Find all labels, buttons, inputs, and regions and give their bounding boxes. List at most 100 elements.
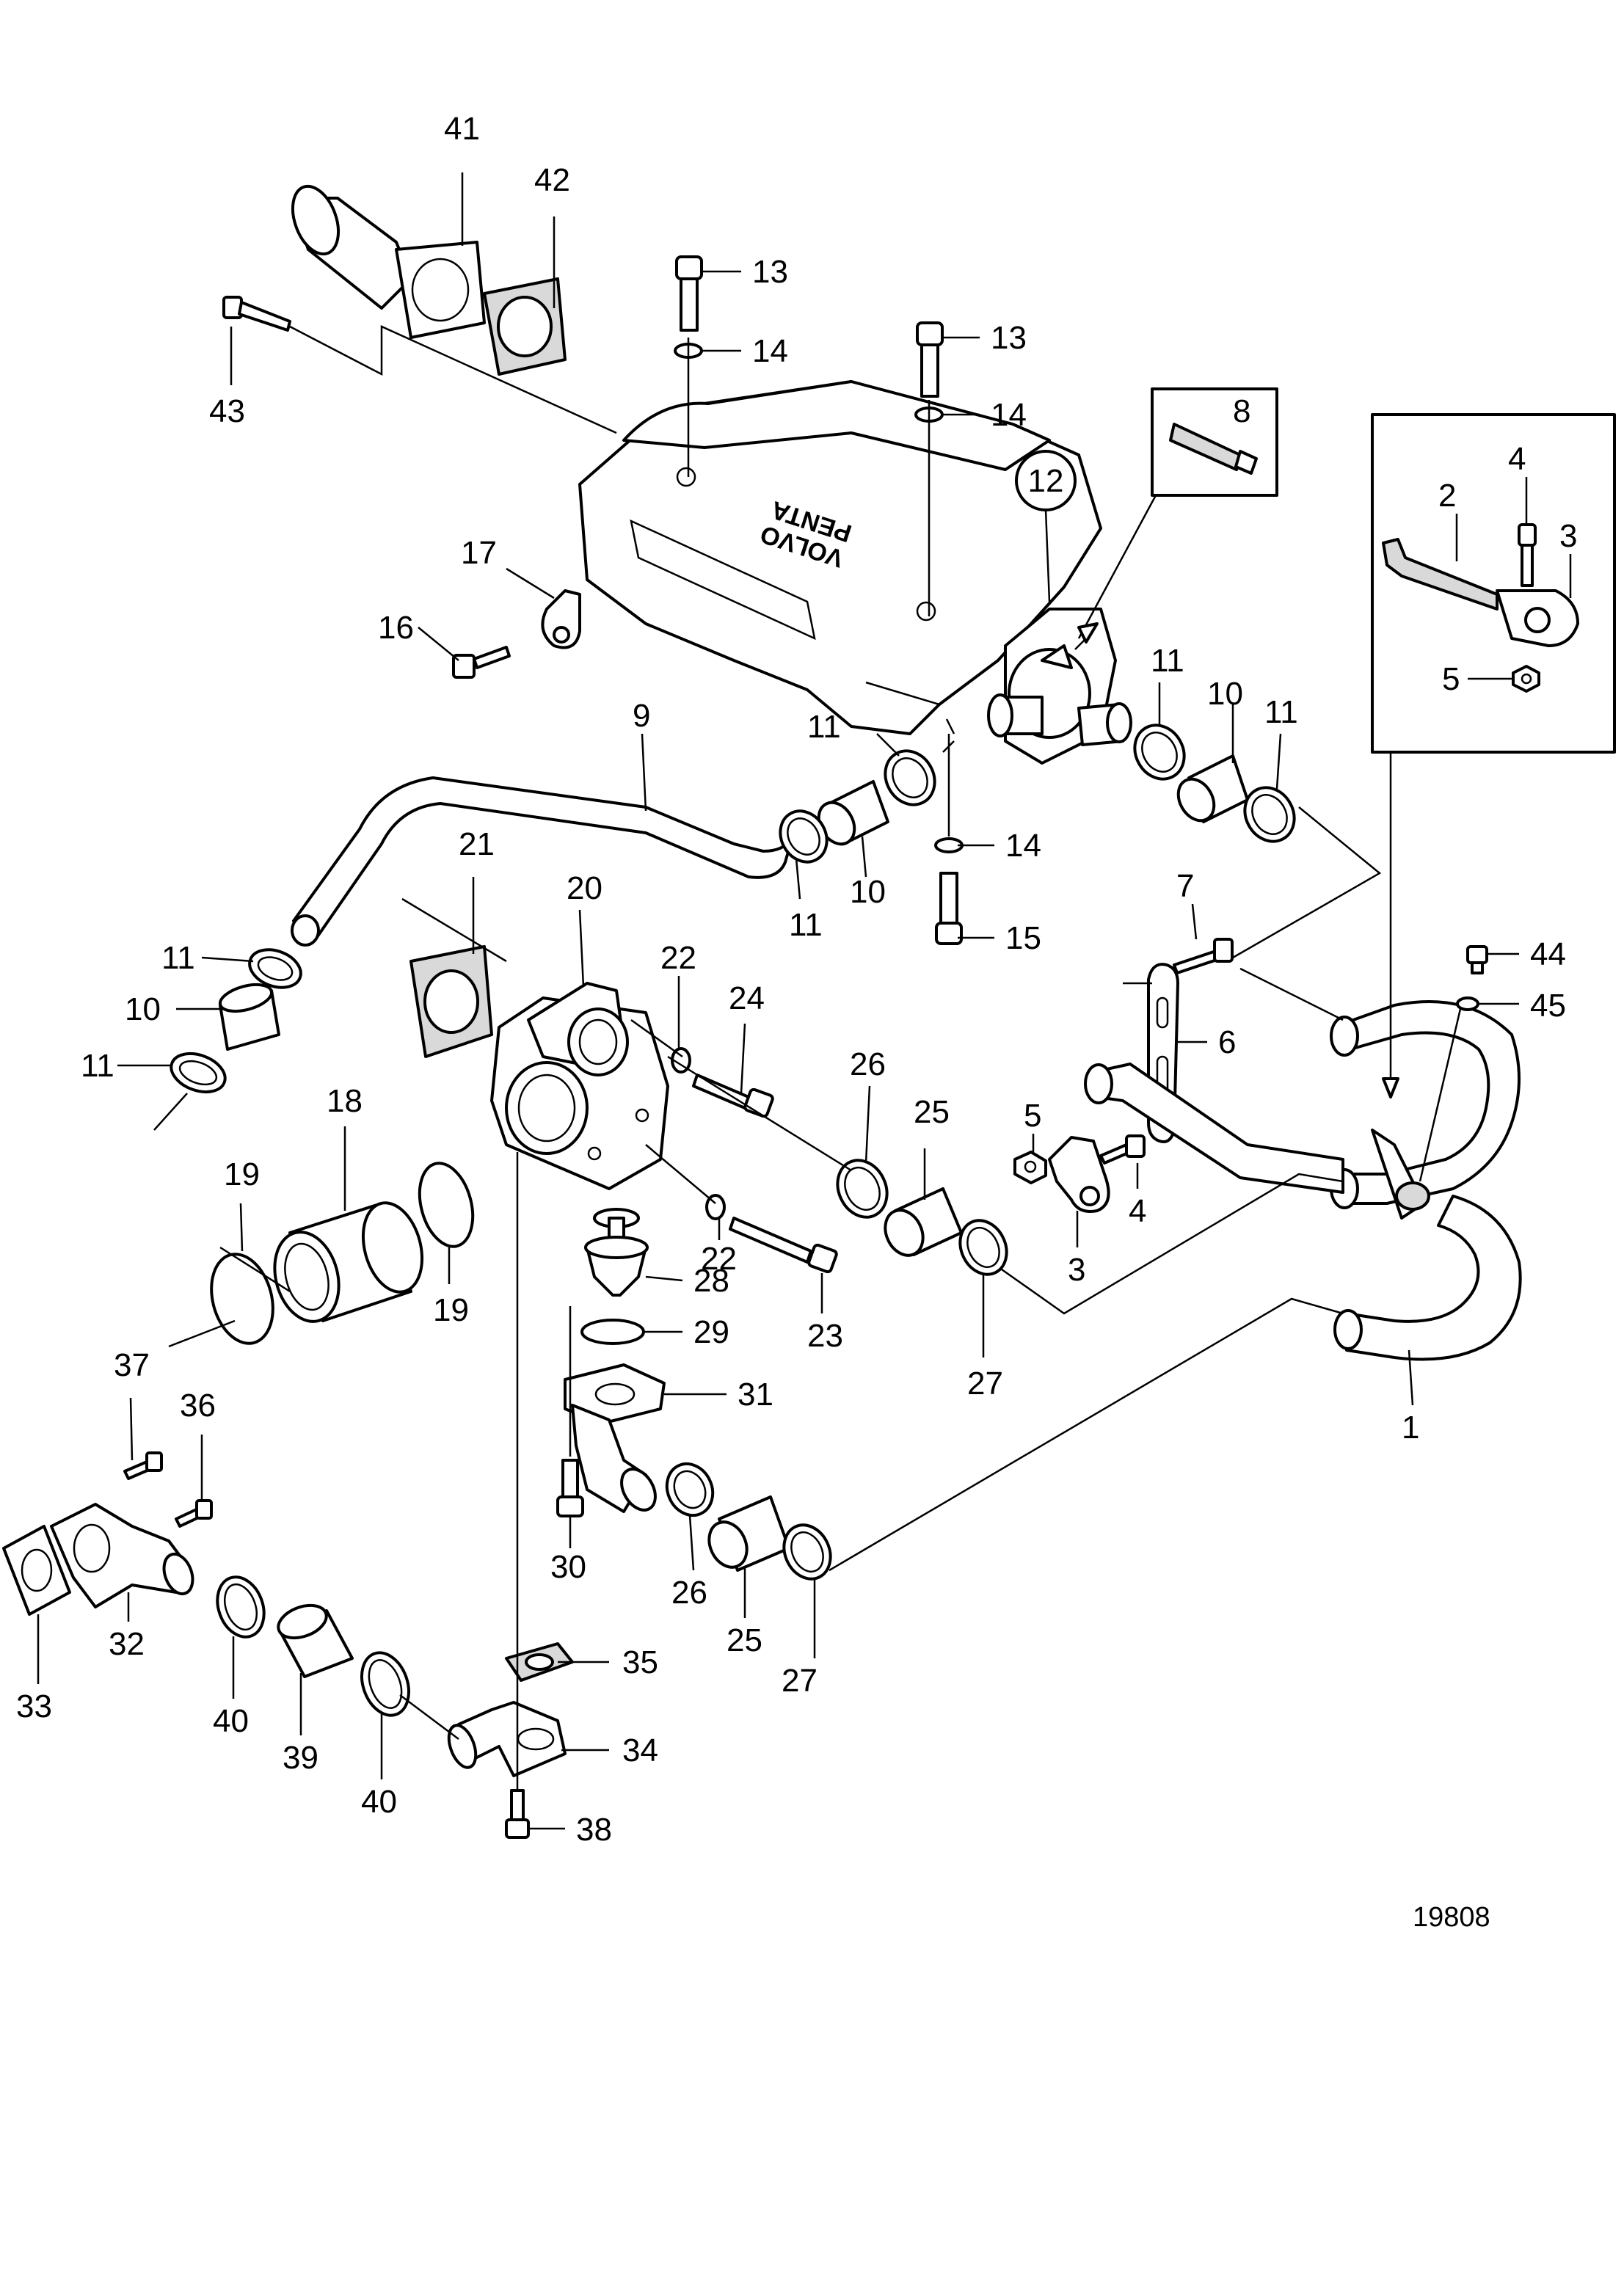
label-21: 21 bbox=[459, 826, 495, 862]
label-2: 2 bbox=[1438, 478, 1456, 514]
part-9-hose bbox=[291, 776, 794, 947]
label-25b: 25 bbox=[727, 1622, 762, 1658]
part-27-clamp-a bbox=[958, 1219, 1008, 1276]
part-33-gasket bbox=[2, 1525, 71, 1616]
part-26-clamp-b bbox=[665, 1462, 715, 1517]
part-1-pipe-assembly bbox=[1084, 1000, 1522, 1361]
part-11-clamp-d bbox=[1243, 786, 1296, 843]
label-9: 9 bbox=[633, 698, 650, 734]
label-25a: 25 bbox=[914, 1094, 950, 1130]
label-14a: 14 bbox=[752, 333, 788, 369]
heat-exchanger-cover bbox=[987, 608, 1132, 765]
part-23-bolt bbox=[729, 1217, 838, 1274]
label-40b: 40 bbox=[361, 1784, 397, 1820]
label-10c: 10 bbox=[125, 991, 161, 1027]
label-17: 17 bbox=[461, 535, 497, 571]
part-13-bolt-a bbox=[675, 255, 703, 332]
part-3-clip-a bbox=[1048, 1136, 1110, 1213]
label-1: 1 bbox=[1402, 1410, 1419, 1446]
label-11a: 11 bbox=[807, 709, 841, 745]
part-15-bolt bbox=[935, 872, 963, 945]
label-19a: 19 bbox=[224, 1156, 260, 1192]
part-38-bolt bbox=[505, 1789, 530, 1839]
label-13b: 13 bbox=[991, 320, 1027, 356]
label-16: 16 bbox=[378, 610, 414, 646]
part-27-clamp-b bbox=[782, 1523, 832, 1581]
label-43: 43 bbox=[209, 393, 245, 429]
part-18-sleeve bbox=[273, 1201, 424, 1323]
part-26-clamp-a bbox=[836, 1159, 889, 1219]
label-3b: 3 bbox=[1559, 518, 1577, 554]
label-40a: 40 bbox=[213, 1703, 249, 1739]
label-14b: 14 bbox=[991, 397, 1027, 433]
label-30: 30 bbox=[550, 1549, 586, 1585]
label-26a: 26 bbox=[850, 1046, 886, 1082]
part-22-washer-b bbox=[705, 1194, 726, 1220]
label-7: 7 bbox=[1176, 868, 1194, 904]
label-22b: 22 bbox=[701, 1241, 737, 1277]
label-11f: 11 bbox=[161, 940, 195, 976]
part-29-seal bbox=[580, 1319, 645, 1345]
part-34-elbow bbox=[447, 1701, 567, 1777]
label-45: 45 bbox=[1530, 988, 1566, 1024]
part-43-bolt bbox=[222, 296, 291, 332]
part-10-sleeve-c bbox=[218, 983, 280, 1051]
label-18: 18 bbox=[327, 1083, 363, 1119]
label-11g: 11 bbox=[81, 1048, 114, 1084]
label-11d: 11 bbox=[1264, 694, 1298, 730]
callout-circle-12 bbox=[1015, 450, 1077, 511]
label-41: 41 bbox=[444, 111, 480, 147]
drawing-number: 19808 bbox=[1413, 1902, 1490, 1933]
label-5b: 5 bbox=[1442, 661, 1460, 697]
part-16-bolt bbox=[452, 646, 511, 679]
label-44: 44 bbox=[1530, 936, 1566, 972]
part-10-sleeve-b bbox=[1176, 754, 1249, 823]
part-42-gasket bbox=[483, 277, 567, 376]
part-25-sleeve-b bbox=[707, 1495, 790, 1572]
part-7-bolt bbox=[1173, 938, 1234, 974]
part-41-elbow bbox=[291, 184, 486, 339]
part-4-bolt-a bbox=[1099, 1134, 1146, 1165]
part-24-bolt bbox=[692, 1074, 774, 1118]
label-27a: 27 bbox=[967, 1366, 1003, 1402]
label-34: 34 bbox=[622, 1732, 658, 1768]
part-19-oring-b bbox=[210, 1253, 274, 1345]
label-19b: 19 bbox=[433, 1292, 469, 1328]
part-25-sleeve-a bbox=[884, 1187, 963, 1257]
label-5a: 5 bbox=[1024, 1098, 1041, 1134]
label-23: 23 bbox=[807, 1318, 843, 1354]
part-37-bolt bbox=[123, 1451, 163, 1480]
label-37: 37 bbox=[114, 1347, 150, 1383]
label-42: 42 bbox=[534, 162, 570, 198]
label-13a: 13 bbox=[752, 254, 788, 290]
label-39: 39 bbox=[283, 1740, 318, 1776]
label-24: 24 bbox=[729, 980, 765, 1016]
label-28: 28 bbox=[693, 1263, 729, 1299]
part-45-washer bbox=[1456, 996, 1479, 1011]
label-8: 8 bbox=[1233, 393, 1250, 429]
label-35: 35 bbox=[622, 1644, 658, 1680]
part-21-gasket bbox=[409, 945, 493, 1058]
part-11-clamp-e bbox=[248, 948, 302, 989]
label-31: 31 bbox=[738, 1377, 773, 1413]
part-19-oring-a bbox=[418, 1162, 475, 1248]
detail-box-bracket bbox=[1371, 413, 1616, 754]
part-11-clamp-a bbox=[884, 749, 936, 806]
part-20-thermostat-housing bbox=[490, 982, 669, 1190]
part-8-detail-box bbox=[1077, 387, 1278, 639]
part-17-clip bbox=[541, 589, 581, 649]
label-14c: 14 bbox=[1005, 828, 1041, 864]
label-6: 6 bbox=[1218, 1024, 1236, 1060]
label-4b: 4 bbox=[1508, 441, 1526, 477]
label-26b: 26 bbox=[671, 1575, 707, 1611]
part-36-bolt bbox=[175, 1499, 213, 1528]
part-11-clamp-b bbox=[779, 809, 829, 864]
label-27b: 27 bbox=[782, 1663, 818, 1699]
part-44-plug bbox=[1466, 945, 1488, 974]
label-29: 29 bbox=[693, 1314, 729, 1350]
label-22a: 22 bbox=[660, 940, 696, 976]
exhaust-manifold: VOLVO PENTA bbox=[578, 380, 1102, 735]
label-20: 20 bbox=[567, 870, 602, 906]
label-15: 15 bbox=[1005, 920, 1041, 956]
